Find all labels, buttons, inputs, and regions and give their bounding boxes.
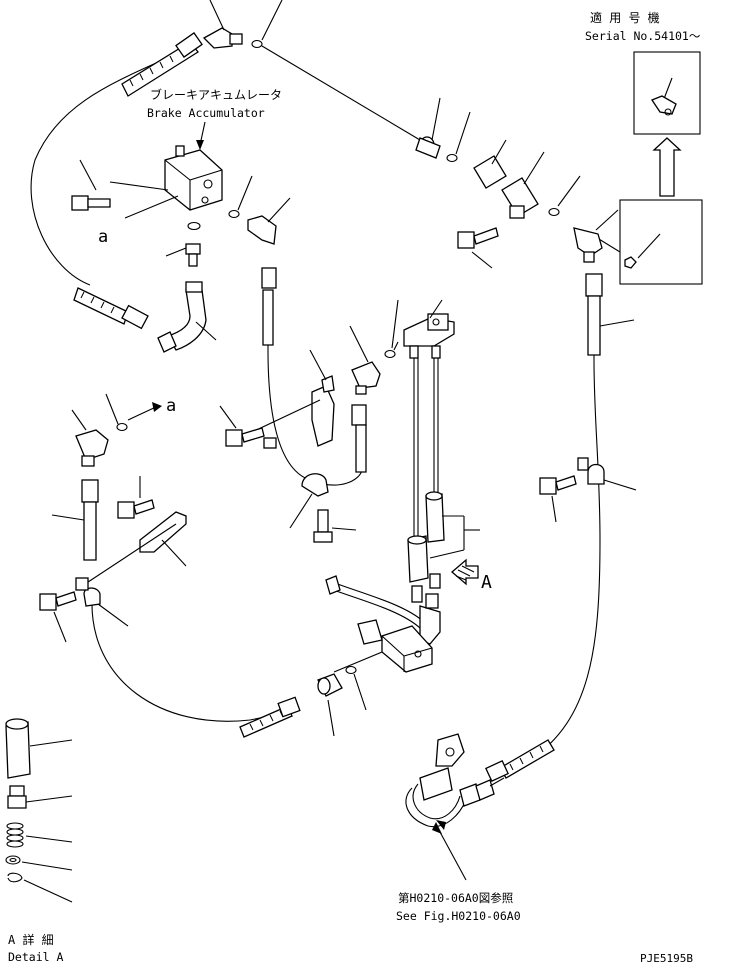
right-clamp — [539, 319, 637, 523]
serial-inset — [593, 51, 703, 285]
lower-valve-assembly — [317, 575, 441, 737]
marker-detail-A: A — [481, 572, 492, 593]
detail-label-jp: A 詳 細 — [8, 932, 54, 947]
serial-label-jp: 適 用 号 機 — [590, 10, 660, 25]
reference-label-en: See Fig.H0210-06A0 — [396, 909, 521, 923]
drawing-number: PJE5195B — [640, 952, 693, 965]
arrow-up-icon — [652, 137, 682, 197]
arrow-left-icon — [451, 558, 479, 586]
left-fittings — [39, 393, 187, 643]
hose-upper-left — [30, 49, 186, 286]
elbow-fitting-center — [349, 325, 381, 395]
hose-middle — [267, 290, 363, 486]
center-bracket-top — [384, 299, 455, 536]
hose-end-fittings — [263, 437, 277, 449]
accumulator-cylinders — [407, 491, 480, 603]
top-right-fittings — [415, 97, 619, 269]
bottom-tube-assembly — [405, 733, 505, 881]
brake-accumulator-block — [71, 121, 291, 267]
reference-label-jp: 第H0210-06A0図参照 — [398, 891, 513, 905]
accumulator-label-en: Brake Accumulator — [147, 106, 265, 120]
accumulator-label-jp: ブレーキアキュムレータ — [150, 87, 282, 102]
hoses — [30, 0, 603, 783]
elbow-fitting-left — [157, 281, 217, 353]
clamp-bracket-middle — [219, 349, 357, 543]
marker-a-upper: a — [98, 227, 108, 247]
serial-label-en: Serial No.54101～ — [585, 29, 701, 43]
detail-label-en: Detail A — [8, 950, 63, 964]
detail-a-parts — [5, 718, 73, 903]
hose-right — [529, 300, 601, 761]
hose-lower-left — [91, 599, 291, 722]
marker-a-mid: a — [166, 396, 176, 416]
